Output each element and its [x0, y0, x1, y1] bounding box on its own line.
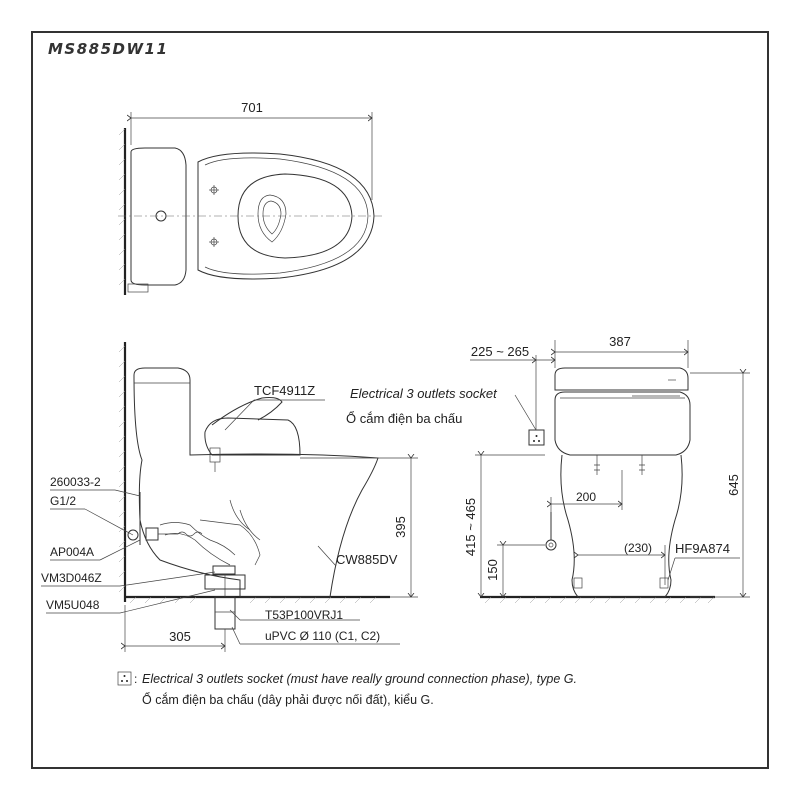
- svg-text::: :: [134, 672, 137, 686]
- label-part-vm3d046z: VM3D046Z: [41, 571, 102, 585]
- socket-title-en: Electrical 3 outlets socket: [350, 386, 498, 401]
- dim-supply-height: 415 ~ 465: [463, 498, 478, 556]
- note-line-vi: Ổ cắm điện ba chấu (dây phải được nối đấ…: [142, 692, 434, 707]
- dim-supply-offset: (230): [624, 541, 652, 555]
- note-line-en: Electrical 3 outlets socket (must have r…: [142, 672, 577, 686]
- dim-front-height: 645: [726, 474, 741, 496]
- dim-socket-offset: 225 ~ 265: [471, 344, 529, 359]
- dim-drain-height: 150: [485, 559, 500, 581]
- label-pipe: uPVC Ø 110 (C1, C2): [265, 629, 380, 643]
- label-part-g1-2: G1/2: [50, 494, 76, 508]
- socket-title-vi: Ổ cắm điện ba chấu: [346, 411, 462, 426]
- dim-front-width: 387: [609, 334, 631, 349]
- front-view: Electrical 3 outlets socket Ổ cắm điện b…: [346, 334, 750, 604]
- dim-center-offset: 200: [576, 490, 596, 504]
- model-number: MS885DW11: [48, 40, 169, 58]
- label-bowl: CW885DV: [336, 552, 398, 567]
- top-view: 701: [118, 100, 385, 295]
- label-seat: TCF4911Z: [254, 383, 315, 398]
- dim-top-width: 701: [241, 100, 263, 115]
- label-part-vm5u048: VM5U048: [46, 598, 100, 612]
- label-part-ap004a: AP004A: [50, 545, 94, 559]
- dim-side-height: 395: [393, 516, 408, 538]
- side-view: 305 395 TCF4911Z 260033-2 G1/2 AP004A VM…: [41, 342, 418, 652]
- label-hose: HF9A874: [675, 541, 730, 556]
- dim-side-depth: 305: [169, 629, 191, 644]
- label-flange: T53P100VRJ1: [265, 608, 343, 622]
- label-part-260033-2: 260033-2: [50, 475, 101, 489]
- drawing-frame: [31, 31, 769, 769]
- socket-note: : Electrical 3 outlets socket (must have…: [117, 671, 577, 707]
